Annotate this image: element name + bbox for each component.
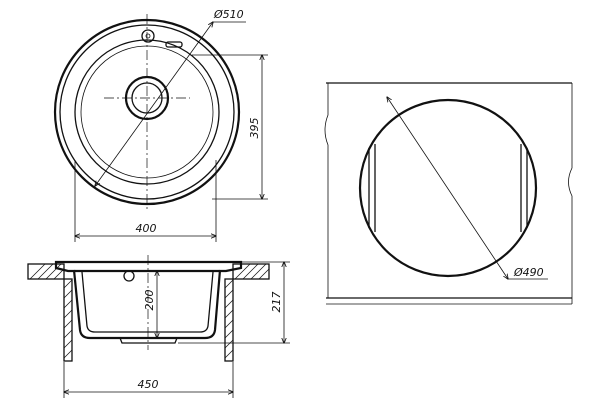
- top-width-label: 400: [136, 222, 157, 235]
- side-depth-label: 200: [143, 290, 156, 311]
- bowl-inner-wall: [81, 271, 214, 333]
- drain-body: [119, 337, 178, 344]
- countertop-hatch-left: [29, 263, 65, 280]
- wall-hatch-left: [63, 279, 73, 359]
- side-height-label: 217: [270, 292, 283, 313]
- faucet-hole-center: [145, 33, 151, 39]
- cutout-diameter-leader: [387, 97, 508, 279]
- break-line-left: [324, 83, 329, 298]
- wall-hatch-right: [224, 279, 234, 359]
- side-width-label: 450: [138, 378, 159, 391]
- cutout-diameter-label: Ø490: [513, 266, 544, 279]
- cutout-view: Ø490: [324, 82, 573, 305]
- top-depth-label: 395: [248, 118, 261, 139]
- top-view: Ø510 395 400: [53, 8, 268, 242]
- side-view: 200 217 450: [27, 255, 290, 398]
- diameter-leader: [95, 22, 213, 186]
- overflow-hole: [123, 270, 135, 282]
- countertop-hatch-right: [234, 263, 270, 280]
- break-line-right: [568, 83, 573, 304]
- sink-rim-section: [54, 260, 243, 273]
- bowl-outer-wall: [72, 269, 222, 340]
- top-diameter-label: Ø510: [213, 8, 244, 21]
- cutout-circle: [358, 98, 538, 278]
